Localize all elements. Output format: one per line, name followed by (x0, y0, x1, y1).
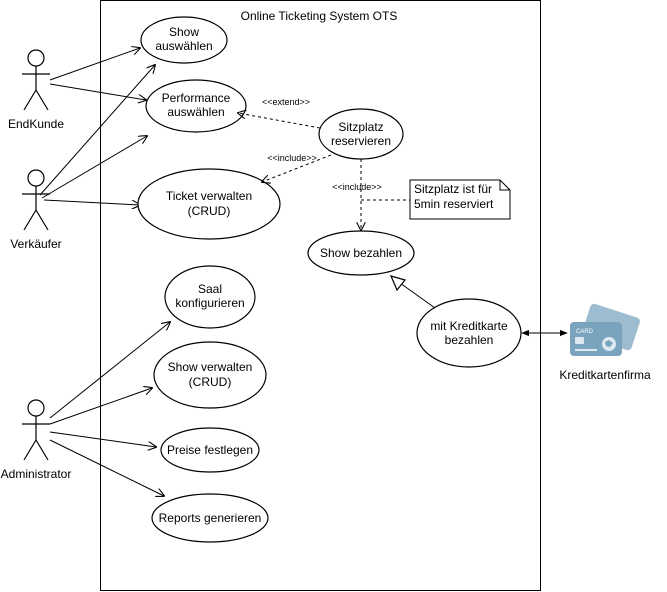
note-box (409, 179, 511, 220)
assoc-verkaeufer-ticket (43, 199, 140, 205)
svg-text:Show verwalten: Show verwalten (168, 360, 253, 374)
assoc-verkaeufer-show (39, 65, 155, 196)
extend-label: <<extend>> (262, 97, 310, 107)
usecase-saal-konfigurieren: Saal konfigurieren (164, 265, 256, 329)
actor-label-administrator: Administrator (1, 467, 72, 481)
note-text-line2: 5min reserviert (414, 197, 494, 211)
actor-label-kreditkartenfirma: Kreditkartenfirma (559, 368, 651, 382)
svg-text:(CRUD): (CRUD) (189, 375, 232, 389)
svg-text:Sitzplatz: Sitzplatz (338, 120, 383, 134)
svg-text:Ticket verwalten: Ticket verwalten (166, 189, 252, 203)
note-text-line1: Sitzplatz ist für (414, 182, 492, 196)
assoc-endkunde-show (49, 48, 140, 81)
svg-text:auswählen: auswählen (155, 39, 212, 53)
assoc-admin-preise (49, 431, 156, 447)
system-title: Online Ticketing System OTS (241, 9, 398, 23)
svg-text:Show bezahlen: Show bezahlen (320, 246, 402, 260)
usecase-performance-auswaehlen: Performance auswählen (145, 79, 247, 133)
include-label-bezahlen: <<include>> (332, 182, 382, 192)
generalization-arrowhead (389, 275, 407, 292)
svg-text:bezahlen: bezahlen (445, 333, 494, 347)
assoc-admin-saal (49, 322, 170, 419)
usecase-show-bezahlen: Show bezahlen (307, 230, 415, 276)
svg-text:reservieren: reservieren (331, 134, 391, 148)
actor-label-endkunde: EndKunde (8, 117, 64, 131)
assoc-endkunde-performance (49, 83, 146, 100)
credit-card-icon: CARD (570, 303, 640, 356)
actor-verkaeufer (22, 169, 50, 231)
svg-text:CARD: CARD (576, 329, 594, 335)
note-fold (499, 180, 510, 191)
actor-administrator (22, 399, 50, 461)
usecase-show-verwalten: Show verwalten (CRUD) (153, 341, 267, 409)
svg-text:auswählen: auswählen (167, 105, 224, 119)
usecase-show-auswaehlen: Show auswählen (140, 16, 228, 64)
usecase-reports-generieren: Reports generieren (151, 493, 269, 543)
svg-text:konfigurieren: konfigurieren (175, 296, 244, 310)
include-label-ticket: <<include>> (267, 153, 317, 163)
usecase-preise-festlegen: Preise festlegen (160, 427, 260, 473)
generalization-line (399, 282, 436, 309)
usecase-ticket-verwalten: Ticket verwalten (CRUD) (137, 168, 281, 240)
assoc-verkaeufer-performance (41, 136, 147, 199)
svg-text:Saal: Saal (198, 282, 222, 296)
include-relation-ticket (262, 154, 332, 182)
svg-text:mit Kreditkarte: mit Kreditkarte (430, 319, 508, 333)
usecase-mit-kreditkarte-bezahlen: mit Kreditkarte bezahlen (416, 298, 522, 368)
svg-text:Show: Show (169, 25, 199, 39)
svg-text:Performance: Performance (162, 91, 231, 105)
svg-text:Preise festlegen: Preise festlegen (167, 443, 253, 457)
actor-label-verkaeufer: Verkäufer (10, 237, 61, 251)
usecase-sitzplatz-reservieren: Sitzplatz reservieren (318, 108, 404, 160)
actor-endkunde (22, 49, 50, 111)
assoc-admin-showverwalten (49, 388, 152, 425)
assoc-admin-reports (49, 439, 164, 496)
svg-text:Reports generieren: Reports generieren (159, 511, 262, 525)
extend-relation (238, 113, 321, 129)
svg-text:(CRUD): (CRUD) (188, 204, 231, 218)
